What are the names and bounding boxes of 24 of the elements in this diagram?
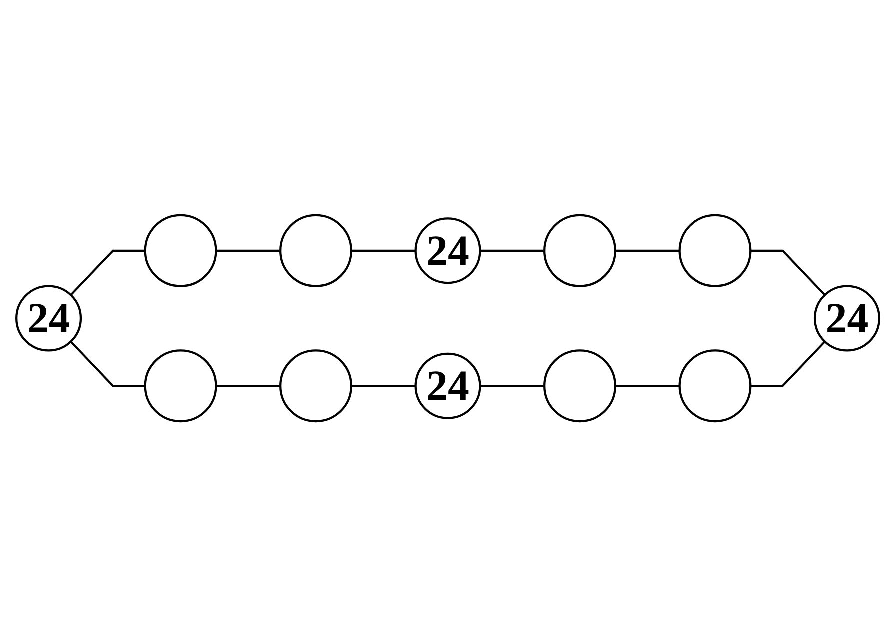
node-ellipse <box>144 214 218 288</box>
node-ellipse <box>280 214 352 288</box>
node-circle: 24 <box>16 285 82 352</box>
connector <box>70 341 146 388</box>
node-circle: 24 <box>414 352 482 420</box>
connector <box>480 250 545 252</box>
node-ellipse <box>678 214 752 288</box>
node-ellipse <box>544 214 616 288</box>
connector <box>615 250 680 252</box>
connector <box>351 250 416 252</box>
node-circle: 24 <box>414 218 482 284</box>
node-ellipse <box>544 350 616 423</box>
connector <box>351 385 416 388</box>
connector <box>480 385 545 388</box>
connector <box>70 250 146 296</box>
connector <box>216 385 281 388</box>
connector <box>216 250 281 252</box>
node-ellipse <box>678 350 752 423</box>
node-ellipse <box>144 350 218 423</box>
connector <box>615 385 680 388</box>
node-ellipse <box>280 350 352 423</box>
connector <box>750 341 826 388</box>
connector <box>750 250 826 296</box>
node-circle: 24 <box>814 285 880 352</box>
